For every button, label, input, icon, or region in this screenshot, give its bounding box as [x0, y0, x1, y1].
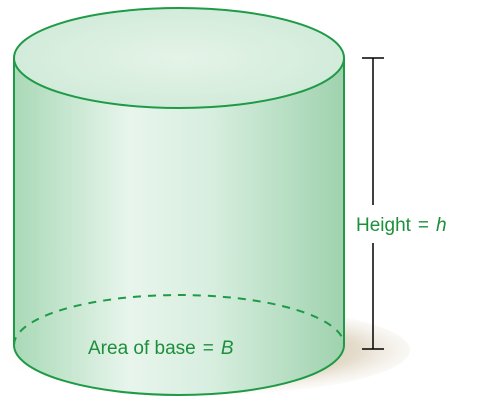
- cylinder-body: [14, 58, 344, 395]
- height-dimension: [362, 57, 384, 350]
- cylinder-top-face: [13, 7, 345, 109]
- height-label-variable: h: [436, 215, 447, 236]
- base-front-arc: [13, 344, 345, 396]
- base-area-label: Area of base = B: [88, 338, 234, 359]
- base-hidden-arc: [13, 294, 345, 346]
- base-label-operator: =: [203, 338, 214, 359]
- base-label-variable: B: [221, 338, 234, 359]
- base-label-text: Area of base: [88, 338, 196, 359]
- height-label-text: Height: [356, 215, 412, 236]
- height-label-operator: =: [418, 215, 429, 236]
- height-label: Height = h: [356, 215, 447, 236]
